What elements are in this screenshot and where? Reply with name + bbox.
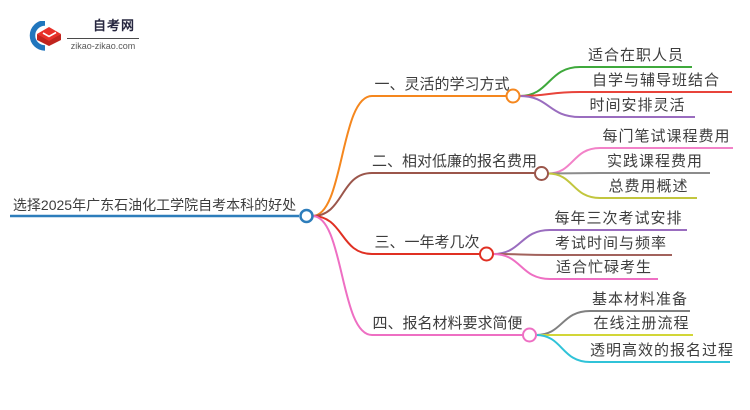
branch-2-child-2-connector (547, 172, 710, 175)
leaf-label[interactable]: 适合在职人员 (587, 47, 684, 64)
root-node-circle[interactable] (299, 208, 314, 224)
leaf-label[interactable]: 在线注册流程 (593, 315, 690, 332)
branch-3-node-circle[interactable] (479, 246, 494, 262)
branch-3-child-2-connector (492, 253, 672, 256)
leaf-label[interactable]: 总费用概述 (608, 178, 689, 195)
leaf-label[interactable]: 每门笔试课程费用 (602, 128, 731, 145)
graduation-cap-icon (29, 21, 61, 51)
root-topic-label[interactable]: 选择2025年广东石油化工学院自考本科的好处 (12, 197, 297, 213)
branch-4-node-circle[interactable] (522, 327, 537, 343)
leaf-label[interactable]: 实践课程费用 (606, 153, 703, 170)
branch-2-connector (312, 172, 535, 217)
leaf-label[interactable]: 考试时间与频率 (554, 235, 667, 252)
branch-3-label[interactable]: 三、一年考几次 (374, 234, 480, 251)
branch-1-label[interactable]: 一、灵活的学习方式 (374, 76, 510, 93)
logo-divider (67, 38, 139, 39)
branch-2-label[interactable]: 二、相对低廉的报名费用 (372, 153, 538, 170)
leaf-label[interactable]: 自学与辅导班结合 (591, 72, 720, 89)
site-name: 自考网 (92, 18, 135, 33)
leaf-label[interactable]: 每年三次考试安排 (554, 210, 683, 227)
branch-1-child-2-connector (519, 91, 732, 97)
branch-4-label[interactable]: 四、报名材料要求简便 (372, 315, 523, 332)
site-domain: zikao-zikao.com (70, 41, 136, 51)
leaf-label[interactable]: 适合忙碌考生 (555, 259, 652, 276)
site-logo[interactable]: 自考网 zikao-zikao.com (28, 12, 158, 54)
leaf-label[interactable]: 时间安排灵活 (589, 97, 686, 114)
leaf-label[interactable]: 透明高效的报名过程 (590, 342, 735, 359)
leaf-label[interactable]: 基本材料准备 (591, 291, 688, 308)
